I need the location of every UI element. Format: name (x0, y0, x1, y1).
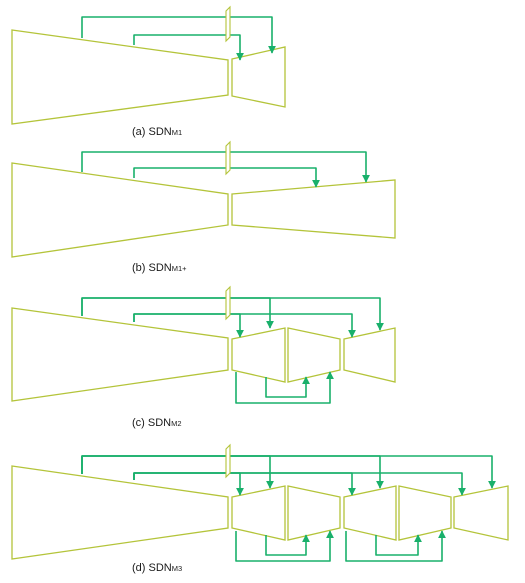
middle-block (287, 485, 341, 541)
skip-connection (81, 16, 276, 54)
decoder-block (343, 485, 397, 541)
skip-connection (133, 472, 244, 496)
skip-connection (81, 455, 496, 489)
skip-connection (81, 455, 384, 489)
encoder-block (11, 162, 229, 258)
lower-skip-connection (235, 371, 334, 404)
caption-subscript: M3 (171, 564, 183, 573)
lower-skip-connection (345, 530, 446, 562)
skip-connection (133, 472, 356, 496)
caption-subscript: M1 (171, 128, 183, 137)
skip-connection (81, 297, 274, 329)
decoder-block (343, 327, 396, 383)
lower-skip-connection (265, 534, 310, 556)
decoder-block (231, 46, 286, 108)
caption-subscript: M2 (171, 419, 182, 428)
caption-text: (a) SDN (132, 126, 172, 138)
lower-skip-connection (265, 376, 310, 398)
decoder-block (231, 327, 286, 383)
caption-text: (c) SDN (132, 417, 172, 429)
skip-connection (133, 313, 356, 338)
skip-connection (133, 472, 466, 496)
skip-connection (133, 167, 320, 188)
decoder-block (231, 179, 396, 239)
panel-b (11, 140, 396, 258)
caption-subscript: M1+ (171, 264, 187, 273)
caption-panel-b: (b) SDNM1+ (132, 262, 187, 274)
encoder-block (11, 307, 229, 402)
skip-connection (133, 313, 244, 338)
middle-block (398, 485, 452, 541)
caption-text: (b) SDN (132, 262, 172, 274)
skip-connection (81, 151, 370, 183)
gradient-cut-marker (225, 140, 231, 176)
gradient-cut-marker (225, 285, 231, 321)
lower-skip-connection (235, 530, 334, 562)
encoder-block (11, 29, 229, 125)
caption-panel-a: (a) SDNM1 (132, 126, 182, 138)
caption-panel-c: (c) SDNM2 (132, 417, 182, 429)
skip-connection (133, 34, 244, 61)
middle-block (287, 327, 341, 383)
decoder-block (453, 485, 509, 541)
caption-text: (d) SDN (132, 562, 172, 574)
panel-a (11, 5, 286, 125)
gradient-cut-marker (225, 443, 231, 479)
skip-connection (81, 455, 274, 489)
lower-skip-connection (375, 534, 422, 556)
panel-c (11, 285, 396, 404)
decoder-block (231, 485, 286, 541)
caption-panel-d: (d) SDNM3 (132, 562, 182, 574)
gradient-cut-marker (225, 5, 231, 43)
panel-d (11, 443, 509, 562)
encoder-block (11, 465, 229, 560)
